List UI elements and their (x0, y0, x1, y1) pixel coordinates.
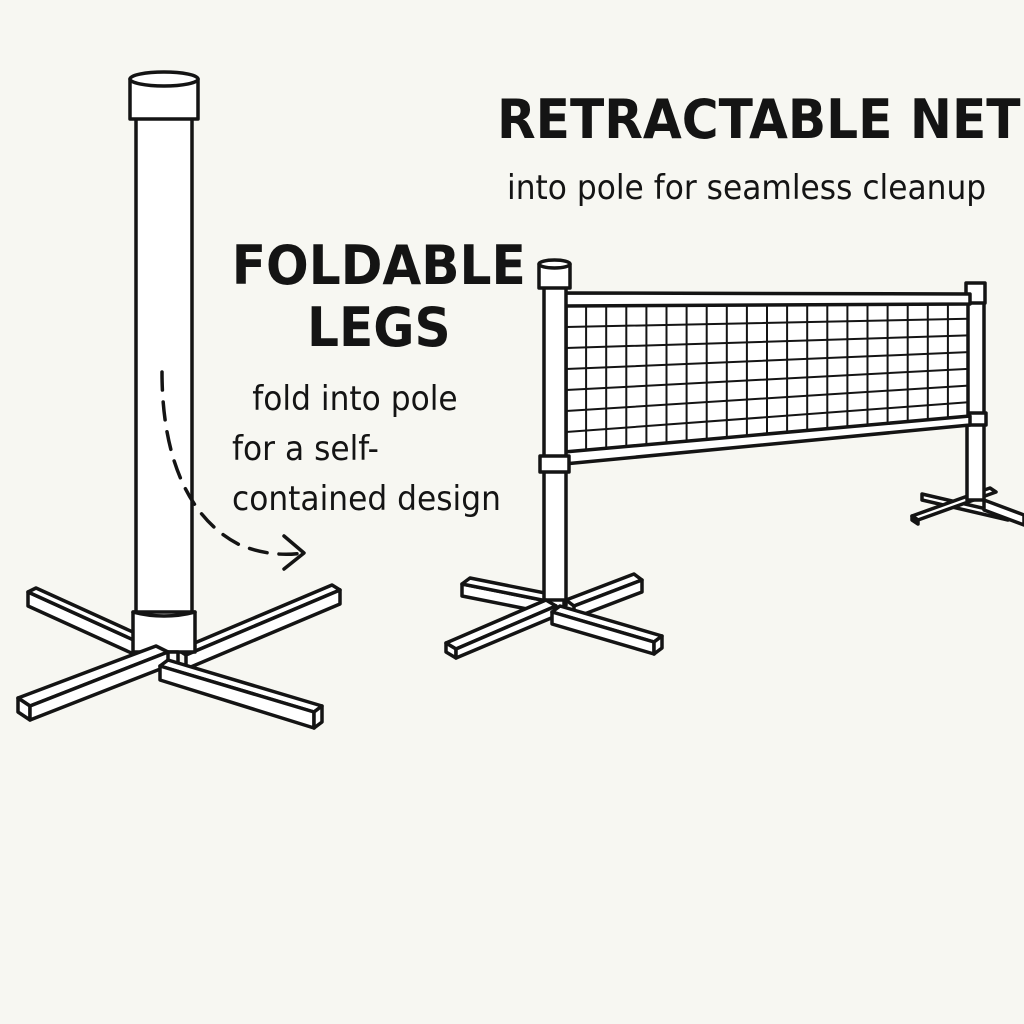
left-post-cap (537, 258, 572, 290)
foldable-legs-caption-line3: contained design (232, 479, 501, 519)
net-top-band (562, 291, 972, 308)
net-mesh-horizontal (565, 317, 969, 328)
foldable-legs-caption-line1: fold into pole (252, 379, 458, 419)
pole-bottom-collar (131, 610, 197, 654)
fold-arrow (160, 370, 304, 557)
foldable-legs-heading-line2: LEGS (306, 296, 451, 359)
pole-tube (134, 116, 194, 618)
pole-top-cap (128, 70, 200, 121)
net-mesh-horizontal (565, 351, 969, 370)
foldable-legs-heading-line1: FOLDABLE (231, 234, 526, 297)
foldable-legs-caption-line2: for a self- (232, 429, 379, 469)
net-mesh-horizontal (565, 334, 969, 349)
fold-arrow-head (282, 534, 306, 571)
leg-front-right (158, 658, 324, 730)
net-mesh-horizontal (565, 401, 969, 433)
leg-front-left (16, 644, 170, 722)
leg-back-right (176, 583, 342, 671)
net-mesh-horizontal (565, 384, 969, 412)
foldable-legs-heading: FOLDABLE LEGS (230, 235, 528, 359)
retractable-net-caption: into pole for seamless cleanup (507, 168, 987, 208)
net-setup-figure (444, 258, 1024, 660)
left-post-base-front (444, 598, 664, 660)
net-mesh-horizontal (565, 367, 969, 391)
retractable-net-heading: RETRACTABLE NET (497, 88, 1021, 151)
left-post-collar (538, 454, 571, 474)
net-mesh (565, 301, 969, 453)
foldable-legs-caption: fold into pole for a self- contained des… (232, 374, 501, 524)
single-pole-figure (16, 70, 342, 730)
left-post (542, 281, 568, 607)
